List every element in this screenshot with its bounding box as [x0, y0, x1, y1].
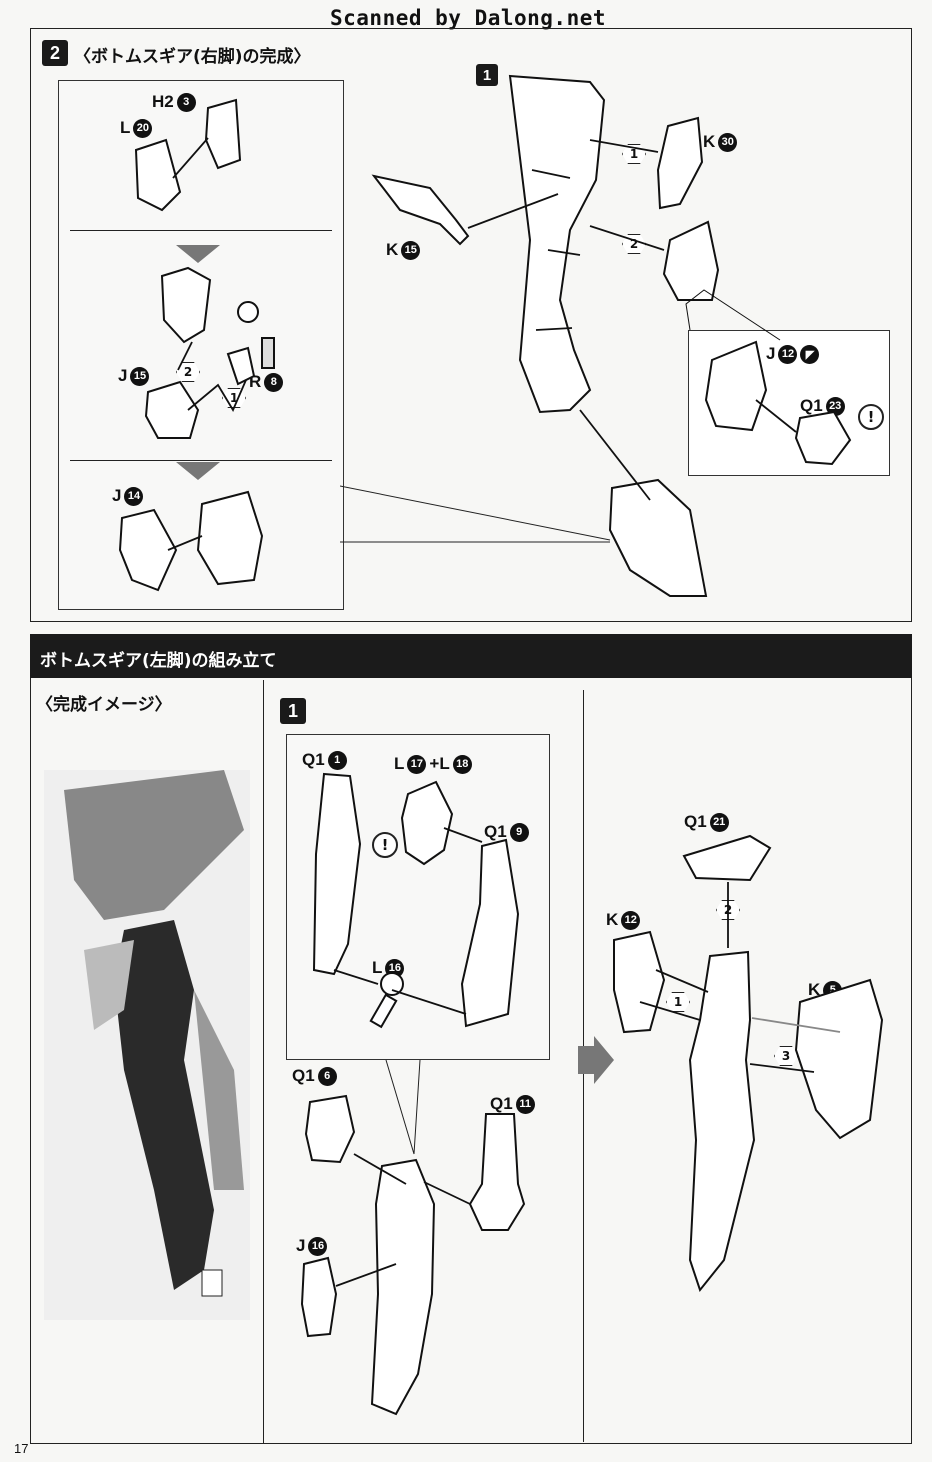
part-number-badge: 3 — [176, 92, 196, 112]
label-q1-6: Q1 6 — [292, 1066, 337, 1086]
label-l17-l18: L 17 +L 18 — [394, 754, 472, 774]
label-text: J — [112, 486, 122, 505]
part-number-badge: 9 — [509, 822, 529, 842]
flow-right-arrow — [578, 1036, 614, 1084]
label-j-15: J 15 — [118, 366, 150, 386]
inset-parts-drawing — [118, 98, 275, 592]
label-text: J — [118, 366, 128, 385]
label-j-14: J 14 — [112, 486, 144, 506]
watermark-text: Scanned by Dalong.net — [330, 6, 607, 30]
part-number-badge: 18 — [452, 754, 472, 774]
label-text: Q1 — [490, 1094, 513, 1113]
bottom-step1-badge: 1 — [280, 698, 306, 724]
inset-down-arrow-1 — [176, 245, 220, 263]
bottom-section-header — [30, 634, 912, 678]
label-text: L — [372, 958, 383, 977]
part-number-badge: 15 — [401, 240, 421, 260]
part-number-badge: 23 — [825, 396, 845, 416]
label-text: K — [606, 910, 619, 929]
top-section-frame — [30, 28, 912, 622]
right-callout-1: 1 — [666, 992, 690, 1012]
label-h2-3: H2 3 — [152, 92, 196, 112]
label-text: Q1 — [302, 750, 325, 769]
part-number-badge: 8 — [264, 372, 284, 392]
label-text: H2 — [152, 92, 174, 111]
label-text: Q1 — [800, 396, 823, 415]
top-step1-drawing — [371, 74, 852, 597]
caution-icon: ! — [858, 404, 884, 430]
label-q1-11: Q1 11 — [490, 1094, 535, 1114]
part-number-badge: 20 — [133, 118, 153, 138]
completed-image — [44, 770, 250, 1320]
inset-connector-lines — [340, 485, 611, 543]
page-number: 17 — [14, 1441, 29, 1456]
label-q1-23: Q1 23 — [800, 396, 845, 416]
bottom-section-title: ボトムスギア(左脚)の組み立て — [40, 651, 277, 671]
label-k-12: K 12 — [606, 910, 641, 930]
part-number-badge: 30 — [718, 132, 738, 152]
part-number-badge: 17 — [407, 754, 427, 774]
label-text: Q1 — [484, 822, 507, 841]
top-section-title: 〈ボトムスギア(右脚)の完成〉 — [74, 47, 311, 67]
part-number-badge: 1 — [327, 750, 347, 770]
label-q1-1: Q1 1 — [302, 750, 347, 770]
label-l-20: L 20 — [120, 118, 153, 138]
part-number-badge: 21 — [709, 812, 729, 832]
label-text: K — [386, 240, 399, 259]
part-number-badge: 6 — [317, 1066, 337, 1086]
part-number-badge: 15 — [130, 366, 150, 386]
label-q1-9: Q1 9 — [484, 822, 529, 842]
left-column-divider — [263, 680, 264, 1444]
part-number-badge: 12 — [621, 910, 641, 930]
part-number-badge: 14 — [124, 486, 144, 506]
part-number-badge: 11 — [515, 1094, 535, 1114]
top-step1-badge: 1 — [476, 64, 498, 86]
label-q1-21: Q1 21 — [684, 812, 729, 832]
label-text: K — [703, 132, 716, 151]
nub-icon: ◤ — [800, 344, 820, 364]
completed-image-caption: 〈完成イメージ〉 — [36, 695, 172, 715]
label-text: K — [808, 980, 821, 999]
inset-divider-2 — [70, 460, 332, 461]
inset-divider-1 — [70, 230, 332, 231]
label-j-16: J 16 — [296, 1236, 328, 1256]
caution-icon: ! — [372, 832, 398, 858]
part-number-badge: 16 — [308, 1236, 328, 1256]
label-text: L — [394, 754, 405, 773]
bottom-step1-drawing — [300, 772, 526, 1416]
inset-step-2: 2 — [176, 362, 200, 382]
section-step-badge: 2 — [42, 40, 68, 66]
right-assembly-drawing — [613, 834, 884, 1293]
label-text: +L — [429, 754, 450, 773]
inset-down-arrow-2 — [176, 462, 220, 480]
label-text: L — [120, 118, 131, 137]
label-k-30: K 30 — [703, 132, 738, 152]
label-text: J — [766, 344, 776, 363]
label-text: J — [296, 1236, 306, 1255]
label-text: Q1 — [684, 812, 707, 831]
label-j-12: J 12 ◤ — [766, 344, 820, 364]
label-k-15: K 15 — [386, 240, 421, 260]
label-text: Q1 — [292, 1066, 315, 1085]
part-number-badge: 12 — [778, 344, 798, 364]
